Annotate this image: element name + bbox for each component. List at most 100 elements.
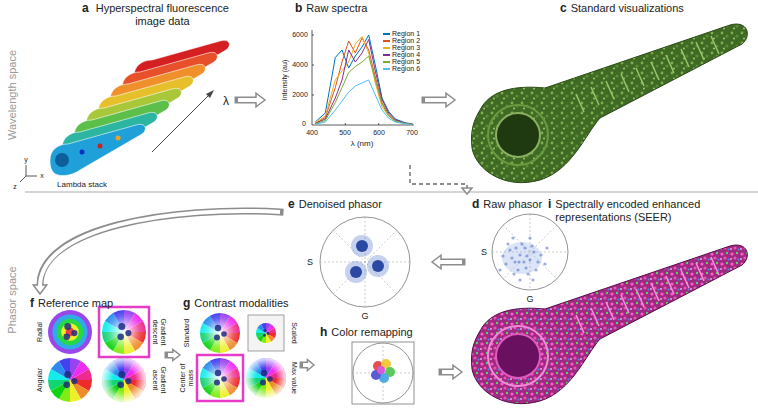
arrow-outline bbox=[40, 211, 280, 285]
tick-label: 400 bbox=[306, 129, 318, 137]
cluster-core bbox=[350, 266, 362, 278]
remapped-cluster bbox=[371, 359, 395, 383]
fish-somites bbox=[576, 257, 719, 333]
legend-swatch bbox=[383, 47, 390, 49]
section-label: Phasor space bbox=[6, 266, 19, 333]
map-label: Radial bbox=[36, 322, 44, 342]
panel-title: Hyperspectral fluorescence image data bbox=[93, 2, 232, 28]
panel-letter: h bbox=[320, 326, 327, 339]
fish-somites bbox=[576, 36, 719, 112]
panel-letter: i bbox=[548, 198, 551, 211]
map-label: Gradient ascent bbox=[151, 357, 167, 403]
axis-label: λ (nm) bbox=[351, 139, 374, 148]
tick-label: 4000 bbox=[292, 61, 308, 69]
contrast-maps bbox=[197, 313, 286, 401]
panel-title: Spectrally encoded enhanced representati… bbox=[555, 198, 753, 224]
figure-panel: hColor remapping bbox=[314, 322, 442, 408]
panel-header: cStandard visualizations bbox=[560, 2, 750, 15]
axis-label: y bbox=[24, 156, 28, 164]
y-axis bbox=[312, 30, 313, 125]
legend-item: Region 3 bbox=[383, 44, 420, 51]
legend-text: Region 4 bbox=[392, 51, 420, 58]
axis-label: S bbox=[481, 247, 487, 257]
gradient-descent-map bbox=[102, 310, 146, 354]
tick-label: 700 bbox=[406, 129, 418, 137]
legend-text: Region 1 bbox=[392, 30, 420, 37]
legend-text: Region 2 bbox=[392, 37, 420, 44]
panel-title: Contrast modalities bbox=[194, 297, 301, 310]
fish-eye bbox=[496, 334, 540, 378]
panel-letter: g bbox=[183, 297, 190, 310]
figure-panel: eDenoised phasor bbox=[280, 196, 432, 326]
legend-swatch bbox=[383, 68, 390, 70]
arrow-fill bbox=[40, 211, 280, 286]
region-dot bbox=[98, 144, 103, 149]
axis-label: G bbox=[361, 311, 368, 321]
phasor-grid bbox=[492, 214, 568, 290]
legend-item: Region 2 bbox=[383, 37, 420, 44]
flow-arrow bbox=[303, 360, 314, 371]
map-label: Angular bbox=[36, 368, 44, 392]
legend-item: Region 4 bbox=[383, 51, 420, 58]
map-clusters bbox=[117, 323, 131, 340]
section-divider bbox=[25, 192, 758, 193]
map-fade bbox=[102, 310, 146, 354]
panel-letter: f bbox=[30, 297, 34, 310]
panel-letter: c bbox=[560, 2, 567, 15]
axis-label: S bbox=[307, 257, 313, 267]
reference-maps bbox=[48, 307, 149, 402]
arrow-fill bbox=[303, 363, 309, 367]
legend-text: Region 5 bbox=[392, 58, 420, 65]
phasor-grid bbox=[352, 342, 414, 404]
axis-line bbox=[26, 165, 27, 176]
flow-arrow bbox=[168, 350, 180, 361]
fish-body bbox=[471, 24, 747, 183]
arrow-fill bbox=[425, 98, 448, 102]
spectrum-line bbox=[315, 80, 412, 125]
panel-header: bRaw spectra bbox=[295, 2, 420, 15]
map-clusters bbox=[63, 323, 77, 340]
axis-line bbox=[26, 176, 37, 177]
figure-panel: g Contrast modalities bbox=[180, 294, 303, 408]
panel-title: Reference map bbox=[38, 297, 165, 310]
map-label: Center of mass bbox=[179, 358, 195, 398]
legend-swatch bbox=[383, 54, 390, 56]
somite-lines bbox=[576, 36, 719, 112]
cluster-halo bbox=[367, 255, 389, 277]
lambda-stack bbox=[50, 40, 229, 175]
gradient-ascent-map bbox=[102, 358, 146, 402]
cluster-core bbox=[372, 260, 384, 272]
tick-label: 2000 bbox=[292, 91, 308, 99]
panel-header: g Contrast modalities bbox=[183, 297, 301, 310]
panel-letter: b bbox=[295, 2, 302, 15]
denoised-phasor-plot bbox=[320, 217, 410, 307]
figure-panel: f Reference map bbox=[25, 294, 168, 408]
axis-label: x bbox=[40, 172, 44, 180]
fish-standard bbox=[471, 24, 747, 183]
map-label: Standard bbox=[183, 319, 191, 347]
phasor-circle bbox=[320, 217, 410, 307]
figure-panel: a Hyperspectral fluorescence image data bbox=[22, 0, 238, 192]
phasor-grid bbox=[320, 217, 410, 307]
legend-text: Region 3 bbox=[392, 44, 420, 51]
stack-label: Lambda stack bbox=[57, 180, 107, 189]
x-axis bbox=[312, 125, 414, 126]
panel-header: f Reference map bbox=[30, 297, 165, 310]
lambda-axis bbox=[152, 94, 210, 152]
standard-map bbox=[200, 313, 240, 353]
map-fade bbox=[200, 313, 240, 353]
region-dot bbox=[116, 136, 121, 141]
phasor-cloud bbox=[502, 242, 542, 274]
axis-line bbox=[20, 176, 26, 182]
arrow-shaft bbox=[410, 165, 467, 188]
panel-letter: a bbox=[82, 2, 89, 15]
figure-panel: bRaw spectra bbox=[265, 0, 425, 165]
legend-swatch bbox=[383, 40, 390, 42]
phasor-circle bbox=[353, 343, 413, 403]
map-clusters bbox=[117, 371, 131, 388]
flow-arrow bbox=[425, 93, 455, 107]
somite-lines bbox=[576, 257, 719, 333]
arrow-fill bbox=[440, 260, 463, 264]
stack-layer bbox=[50, 124, 145, 175]
color-remap-plot bbox=[352, 342, 414, 404]
